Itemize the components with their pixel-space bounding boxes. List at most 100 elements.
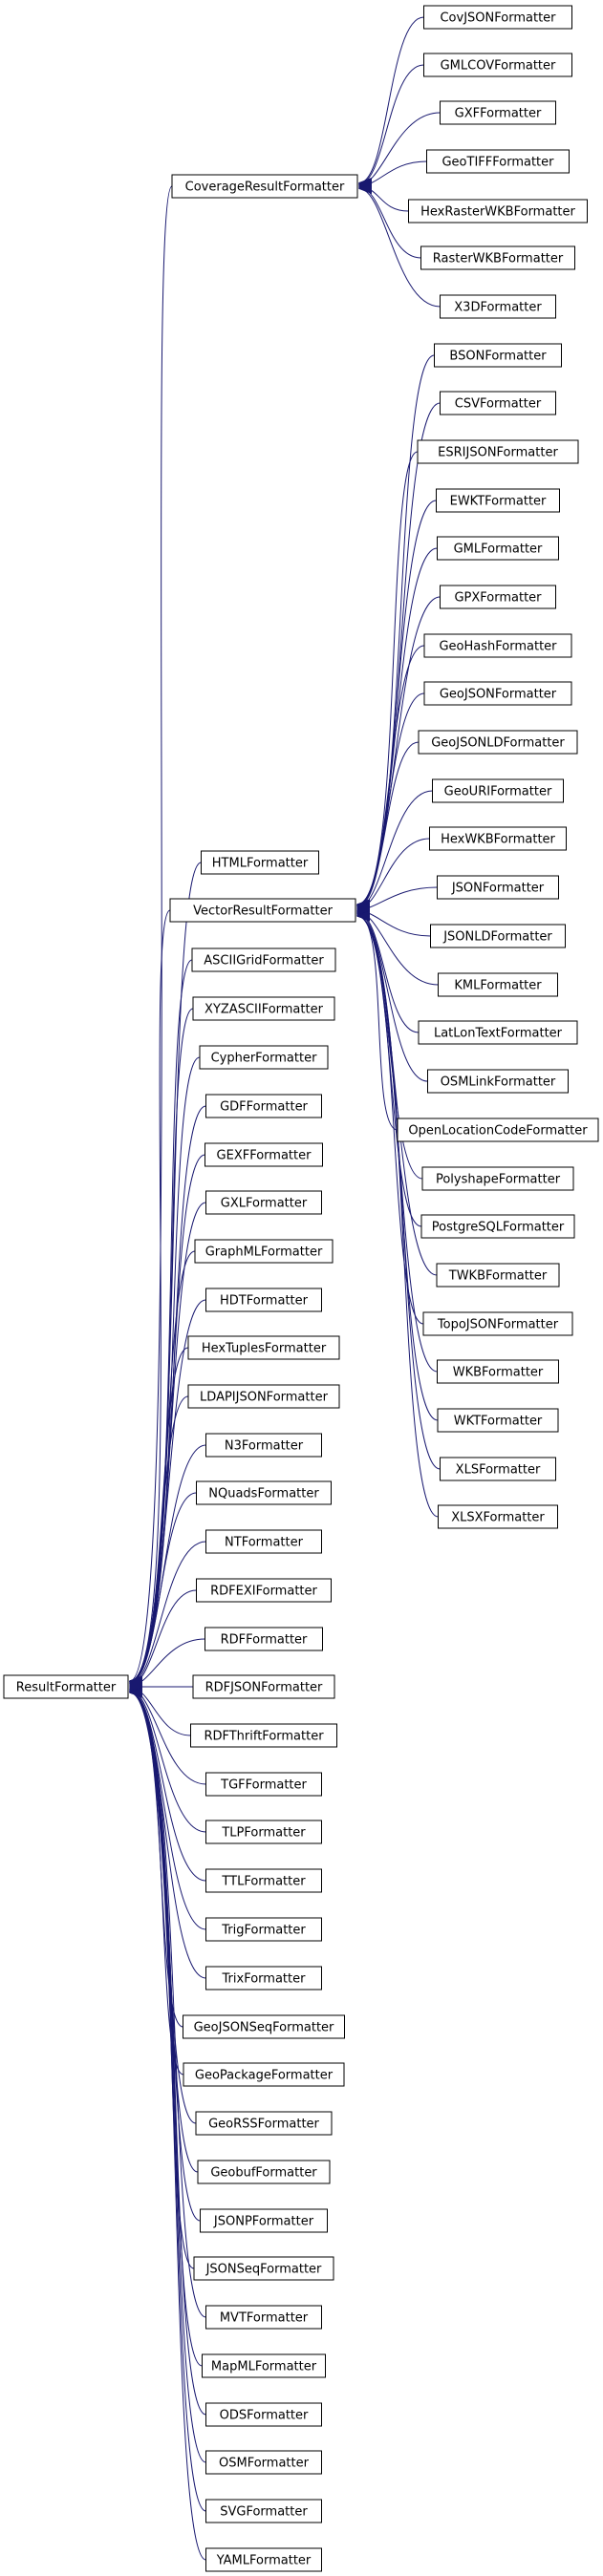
class-node-rdfexi[interactable]: RDFEXIFormatter xyxy=(196,1578,332,1603)
class-node-gdf[interactable]: GDFFormatter xyxy=(205,1094,322,1118)
class-node-jsonp[interactable]: JSONPFormatter xyxy=(200,2208,328,2233)
class-node-label: GeoJSONFormatter xyxy=(440,688,557,702)
class-node-hexwkb[interactable]: HexWKBFormatter xyxy=(429,826,567,851)
class-node-box xyxy=(432,778,564,803)
class-node-raster-wkb[interactable]: RasterWKBFormatter xyxy=(420,245,575,270)
class-node-gml-cov[interactable]: GMLCOVFormatter xyxy=(423,53,572,77)
class-node-trig[interactable]: TrigFormatter xyxy=(205,1917,322,1942)
class-node-label: JSONPFormatter xyxy=(213,2215,314,2229)
class-node-rdfthrift[interactable]: RDFThriftFormatter xyxy=(190,1723,337,1748)
class-node-esrijson[interactable]: ESRIJSONFormatter xyxy=(417,439,579,464)
class-node-kml[interactable]: KMLFormatter xyxy=(438,972,558,997)
class-node-hex-raster-wkb[interactable]: HexRasterWKBFormatter xyxy=(408,199,588,224)
edge-geojsonseq-to-result-formatter xyxy=(130,1692,183,2028)
class-node-tgf[interactable]: TGFFormatter xyxy=(205,1772,322,1797)
class-node-twkb[interactable]: TWKBFormatter xyxy=(436,1263,560,1288)
class-node-ttl[interactable]: TTLFormatter xyxy=(205,1868,322,1893)
class-node-ods[interactable]: ODSFormatter xyxy=(205,2402,322,2427)
class-node-tlp[interactable]: TLPFormatter xyxy=(205,1820,322,1844)
edge-coverage-result-formatter-to-result-formatter xyxy=(130,185,173,1681)
class-node-box xyxy=(205,1868,322,1893)
class-node-nquads[interactable]: NQuadsFormatter xyxy=(196,1480,332,1505)
class-node-gexf[interactable]: GEXFFormatter xyxy=(205,1142,323,1167)
class-node-json[interactable]: JSONFormatter xyxy=(437,875,559,900)
class-node-wkt[interactable]: WKTFormatter xyxy=(437,1408,559,1433)
class-node-label: MapMLFormatter xyxy=(211,2360,317,2374)
class-node-box xyxy=(205,1917,322,1942)
class-node-box xyxy=(205,1190,322,1215)
class-node-geojsonseq[interactable]: GeoJSONSeqFormatter xyxy=(183,2014,345,2039)
class-node-label: TTLFormatter xyxy=(221,1875,306,1889)
class-node-gxf[interactable]: GXFFormatter xyxy=(440,100,556,125)
class-node-polyshape[interactable]: PolyshapeFormatter xyxy=(421,1166,574,1191)
class-node-box xyxy=(205,1529,322,1554)
class-node-label: CoverageResultFormatter xyxy=(185,181,345,195)
class-node-label: RDFEXIFormatter xyxy=(210,1585,317,1599)
class-node-asciigrid[interactable]: ASCIIGridFormatter xyxy=(191,947,336,972)
class-node-hextuples[interactable]: HexTuplesFormatter xyxy=(187,1335,340,1360)
class-node-box xyxy=(192,1674,335,1699)
class-node-label: RDFThriftFormatter xyxy=(204,1730,324,1744)
edge-graphml-to-result-formatter xyxy=(130,1250,196,1681)
class-node-jsonld[interactable]: JSONLDFormatter xyxy=(430,924,566,948)
class-node-gpx[interactable]: GPXFormatter xyxy=(440,585,556,609)
class-node-geotiff[interactable]: GeoTIFFFormatter xyxy=(426,149,570,174)
class-node-ewkt[interactable]: EWKTFormatter xyxy=(436,488,560,513)
class-node-xyzascii[interactable]: XYZASCIIFormatter xyxy=(192,996,335,1021)
class-node-latlontext[interactable]: LatLonTextFormatter xyxy=(418,1020,578,1045)
class-node-rdfjson[interactable]: RDFJSONFormatter xyxy=(192,1674,335,1699)
class-node-topojson[interactable]: TopoJSONFormatter xyxy=(422,1311,573,1336)
class-node-geohash[interactable]: GeoHashFormatter xyxy=(423,633,572,658)
class-node-box xyxy=(197,2160,331,2184)
class-node-x3d[interactable]: X3DFormatter xyxy=(440,294,556,319)
class-node-jsonseq[interactable]: JSONSeqFormatter xyxy=(193,2256,334,2281)
class-node-xls[interactable]: XLSFormatter xyxy=(440,1457,556,1481)
class-node-label: BSONFormatter xyxy=(449,350,547,364)
class-node-yaml[interactable]: YAMLFormatter xyxy=(205,2547,322,2572)
class-node-result-formatter[interactable]: ResultFormatter xyxy=(3,1674,129,1699)
class-node-georss[interactable]: GeoRSSFormatter xyxy=(195,2111,333,2136)
class-node-mapml[interactable]: MapMLFormatter xyxy=(202,2353,326,2378)
class-node-rdf[interactable]: RDFFormatter xyxy=(205,1627,323,1651)
class-node-box xyxy=(205,2402,322,2427)
class-node-gml[interactable]: GMLFormatter xyxy=(437,536,559,561)
class-node-ldapijson[interactable]: LDAPIJSONFormatter xyxy=(187,1384,340,1409)
class-node-mvt[interactable]: MVTFormatter xyxy=(205,2305,322,2330)
class-node-label: XLSXFormatter xyxy=(451,1511,545,1525)
class-node-wkb[interactable]: WKBFormatter xyxy=(437,1359,559,1384)
class-node-geopackage[interactable]: GeoPackageFormatter xyxy=(183,2062,345,2087)
class-node-cypher[interactable]: CypherFormatter xyxy=(199,1045,329,1070)
class-node-html[interactable]: HTMLFormatter xyxy=(201,850,319,875)
class-node-label: RDFFormatter xyxy=(221,1633,308,1648)
class-node-coverage-result-formatter[interactable]: CoverageResultFormatter xyxy=(171,174,358,199)
class-node-csv[interactable]: CSVFormatter xyxy=(440,391,556,415)
class-node-n3[interactable]: N3Formatter xyxy=(205,1433,322,1458)
class-node-nt[interactable]: NTFormatter xyxy=(205,1529,322,1554)
class-node-geojsonld[interactable]: GeoJSONLDFormatter xyxy=(418,730,578,755)
class-node-svg[interactable]: SVGFormatter xyxy=(205,2499,322,2523)
class-node-label: EWKTFormatter xyxy=(450,495,547,509)
class-node-vector-result-formatter[interactable]: VectorResultFormatter xyxy=(169,898,356,923)
class-node-label: WKTFormatter xyxy=(454,1415,543,1429)
class-node-box xyxy=(440,585,556,609)
class-node-trix[interactable]: TrixFormatter xyxy=(205,1966,322,1991)
class-node-box xyxy=(438,972,558,997)
class-node-postgresql[interactable]: PostgreSQLFormatter xyxy=(420,1214,575,1239)
class-node-label: CypherFormatter xyxy=(211,1052,318,1066)
class-node-gxl[interactable]: GXLFormatter xyxy=(205,1190,322,1215)
class-node-label: OpenLocationCodeFormatter xyxy=(408,1124,588,1139)
edge-osm-to-result-formatter xyxy=(130,1692,206,2463)
class-node-xlsx[interactable]: XLSXFormatter xyxy=(438,1504,558,1529)
class-node-box xyxy=(408,199,588,224)
class-node-bson[interactable]: BSONFormatter xyxy=(434,343,562,368)
class-node-osmlink[interactable]: OSMLinkFormatter xyxy=(427,1069,569,1094)
class-node-cov-json[interactable]: CovJSONFormatter xyxy=(423,5,572,30)
class-node-osm[interactable]: OSMFormatter xyxy=(205,2450,322,2475)
class-node-geouri[interactable]: GeoURIFormatter xyxy=(432,778,564,803)
class-node-geobuf[interactable]: GeobufFormatter xyxy=(197,2160,331,2184)
class-node-hdt[interactable]: HDTFormatter xyxy=(205,1288,322,1312)
class-node-geojson[interactable]: GeoJSONFormatter xyxy=(423,681,572,706)
class-node-olc[interactable]: OpenLocationCodeFormatter xyxy=(397,1118,599,1142)
class-node-graphml[interactable]: GraphMLFormatter xyxy=(194,1239,334,1264)
class-node-label: MVTFormatter xyxy=(220,2311,309,2326)
